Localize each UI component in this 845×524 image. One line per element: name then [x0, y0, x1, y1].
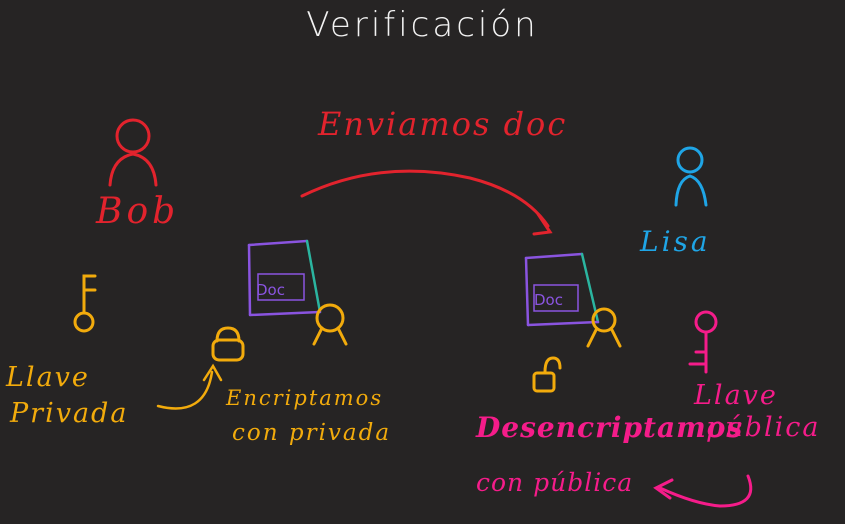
unlocked-lock-icon — [532, 356, 562, 393]
lisa-label: Lisa — [640, 225, 711, 258]
decrypt-note-line1: Desencriptamos — [476, 411, 744, 444]
private-key-label-line1: Llave — [6, 362, 90, 393]
locked-lock-icon — [211, 326, 245, 362]
lisa-person-icon — [674, 146, 708, 207]
bob-label: Bob — [96, 191, 180, 232]
lisa-document-label: Doc — [534, 291, 563, 309]
verified-seal-icon — [586, 307, 622, 348]
send-arrow-label: Enviamos doc — [318, 105, 568, 143]
decrypt-arrow — [653, 474, 753, 508]
bob-person-icon — [108, 118, 158, 187]
public-key-label-line1: Llave — [694, 380, 778, 411]
page-title: Verificación — [306, 5, 539, 45]
encrypt-arrow — [156, 363, 223, 410]
signature-seal-icon — [312, 303, 348, 346]
send-arrow — [300, 169, 553, 236]
encrypt-note-line1: Encriptamos — [226, 386, 384, 410]
decrypt-note-line2: con pública — [476, 468, 634, 497]
public-key-icon — [688, 310, 718, 374]
private-key-label-line2: Privada — [10, 398, 129, 429]
bob-document-label: Doc — [256, 281, 285, 299]
bob-document-icon — [247, 239, 322, 317]
public-key-label-line2: pública — [706, 412, 821, 443]
encrypt-note-line2: con privada — [232, 420, 392, 446]
private-key-icon — [73, 274, 97, 333]
lisa-document-icon — [524, 252, 600, 327]
